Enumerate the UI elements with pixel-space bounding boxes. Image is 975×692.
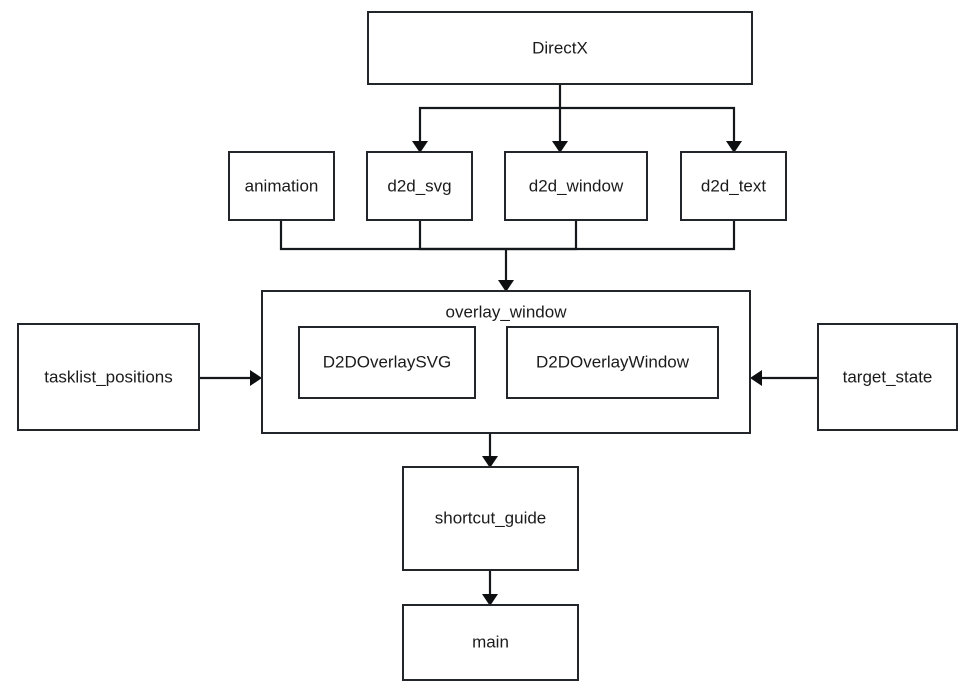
edge-tasklist_positions-to-overlay_window	[199, 370, 262, 386]
edge-directx-to-d2d_window	[552, 84, 568, 153]
node-target-state-label: target_state	[843, 367, 933, 386]
node-d2d-overlay-window[interactable]: D2DOverlayWindow	[506, 326, 719, 399]
edge-d2d_window-to-overlay_window	[506, 220, 578, 251]
node-animation-label: animation	[245, 176, 319, 195]
edge-overlay_window-to-shortcut_guide	[482, 433, 498, 468]
node-tasklist-positions-label: tasklist_positions	[44, 367, 173, 386]
node-d2d-overlay-svg[interactable]: D2DOverlaySVG	[298, 326, 476, 399]
node-directx-label: DirectX	[532, 38, 588, 57]
edge-d2d_text-to-overlay_window	[506, 220, 736, 251]
edge-animation-to-overlay_window	[279, 220, 506, 251]
node-overlay-window-label: overlay_window	[446, 302, 568, 321]
node-d2d-window-label: d2d_window	[529, 176, 624, 195]
node-main[interactable]: main	[402, 604, 579, 681]
node-target-state[interactable]: target_state	[817, 323, 958, 431]
edge-layer	[199, 84, 818, 606]
node-animation[interactable]: animation	[228, 151, 335, 221]
edge-directx-to-d2d_text	[560, 106, 742, 153]
node-d2d-overlay-svg-label: D2DOverlaySVG	[323, 352, 451, 371]
node-d2d-text-label: d2d_text	[701, 176, 766, 195]
edge-shortcut_guide-to-main	[482, 570, 498, 606]
node-layer: DirectX animation d2d_svg d2d_window d2d…	[17, 11, 958, 681]
node-shortcut-guide-label: shortcut_guide	[435, 508, 547, 527]
node-tasklist-positions[interactable]: tasklist_positions	[17, 323, 200, 431]
node-d2d-overlay-window-label: D2DOverlayWindow	[536, 352, 690, 371]
node-d2d-text[interactable]: d2d_text	[680, 151, 787, 221]
node-directx[interactable]: DirectX	[367, 11, 753, 85]
node-d2d-svg-label: d2d_svg	[387, 176, 451, 195]
node-main-label: main	[472, 632, 509, 651]
node-shortcut-guide[interactable]: shortcut_guide	[402, 466, 579, 571]
node-d2d-svg[interactable]: d2d_svg	[366, 151, 473, 221]
edge-bus-to-overlay_window	[498, 249, 514, 292]
edge-target_state-to-overlay_window	[750, 370, 818, 386]
node-d2d-window[interactable]: d2d_window	[504, 151, 648, 221]
edge-directx-to-d2d_svg	[412, 106, 560, 153]
edge-d2d_svg-to-overlay_window	[418, 220, 506, 251]
